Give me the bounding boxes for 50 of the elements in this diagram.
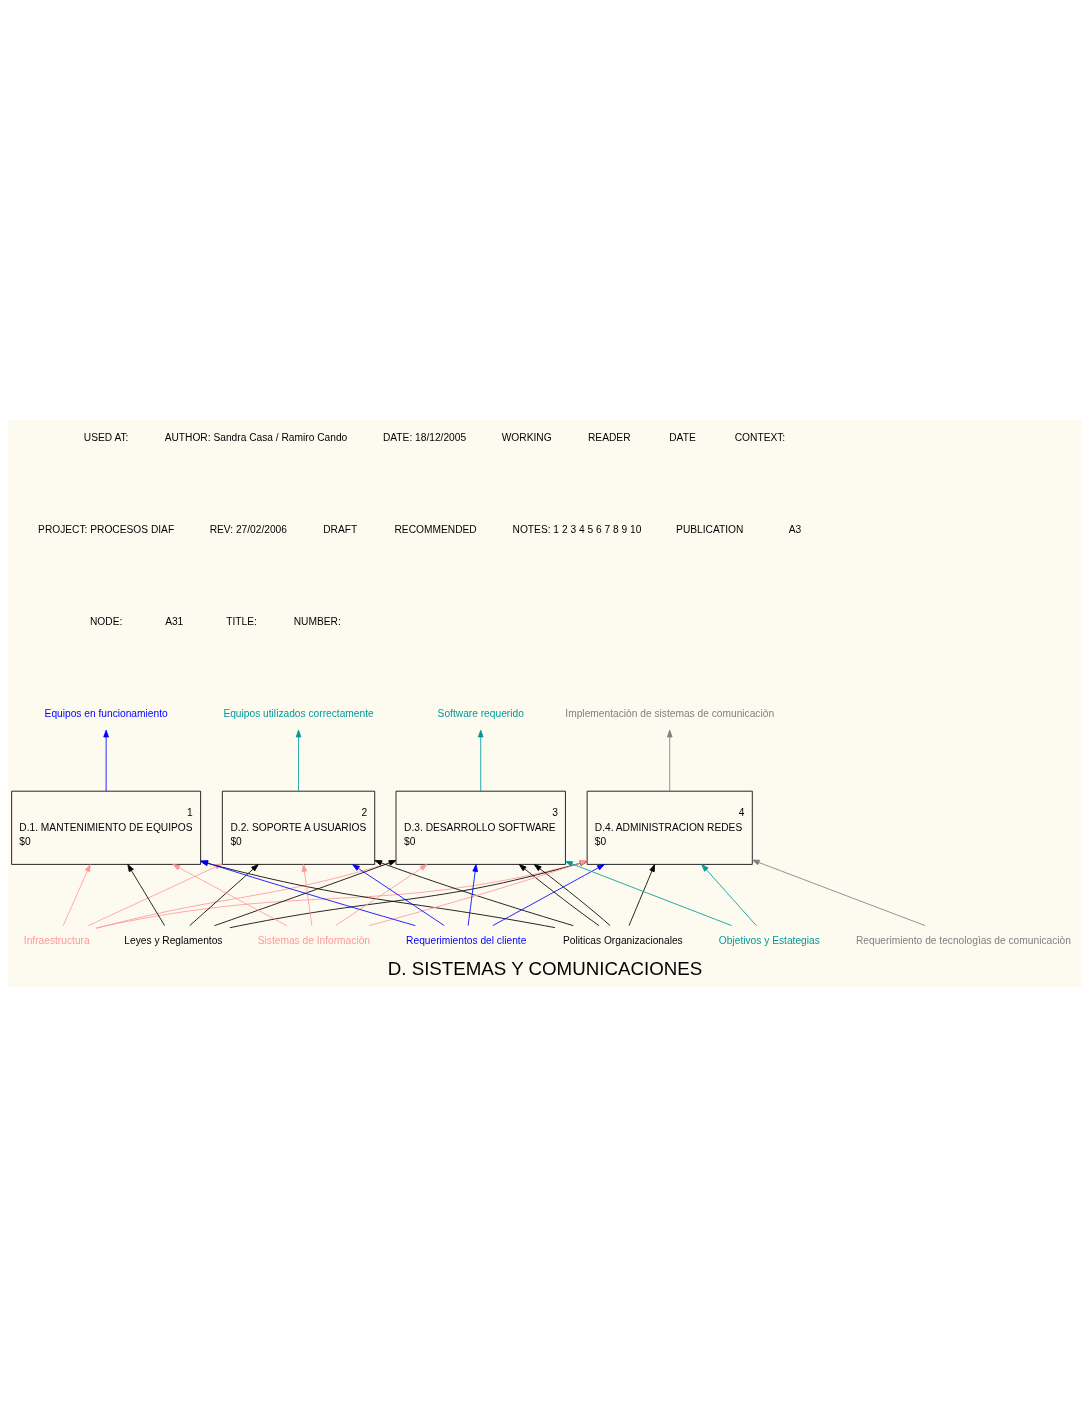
arrow bbox=[295, 729, 302, 791]
label: PUBLICATION bbox=[676, 523, 744, 535]
label: RECOMMENDED bbox=[394, 523, 477, 535]
arrow bbox=[533, 863, 611, 926]
arrow bbox=[62, 863, 91, 926]
arrow bbox=[518, 863, 600, 926]
node-box: 4 D.4. ADMINISTRACION REDES $0 bbox=[586, 790, 753, 865]
label: PROJECT: PROCESOS DIAF bbox=[38, 523, 175, 535]
label: DRAFT bbox=[323, 523, 358, 535]
node-text: Requerimientos del cliente bbox=[406, 934, 527, 946]
label: READER bbox=[588, 431, 631, 443]
arrow bbox=[335, 863, 428, 926]
arrow bbox=[492, 863, 605, 926]
label: A3 bbox=[788, 523, 802, 535]
arrow bbox=[467, 863, 478, 926]
node-text: Equipos utilizados correctamente bbox=[223, 707, 374, 719]
label: DATE: 18/12/2005 bbox=[382, 431, 467, 443]
node-text: Politicas Organizacionales bbox=[563, 934, 683, 946]
label: NOTES: 1 2 3 4 5 6 7 8 9 10 bbox=[512, 523, 642, 535]
diagram-title: D. SISTEMAS Y COMUNICACIONES bbox=[387, 957, 703, 979]
node-text: Software requerido bbox=[437, 707, 524, 719]
node-text: Objetivos y Estategias bbox=[718, 934, 820, 946]
node-text: Leyes y Reglamentos bbox=[124, 934, 223, 946]
arrow bbox=[301, 863, 313, 926]
arrow bbox=[103, 729, 109, 791]
arrow bbox=[477, 729, 484, 791]
arrow bbox=[751, 859, 926, 926]
node-text: Infraestructura bbox=[23, 934, 90, 946]
node-text: Equipos en funcionamiento bbox=[44, 707, 168, 719]
node-box: 1 D.1. MANTENIMIENTO DE EQUIPOS $0 bbox=[11, 790, 202, 865]
label: CONTEXT: bbox=[734, 431, 786, 443]
arrow bbox=[352, 863, 445, 926]
label: WORKING bbox=[501, 431, 552, 443]
label: USED AT: bbox=[83, 431, 129, 443]
label: TITLE: bbox=[226, 615, 257, 627]
label: AUTHOR: Sandra Casa / Ramiro Cando bbox=[164, 431, 348, 443]
arrow bbox=[628, 863, 656, 926]
label: DATE bbox=[669, 431, 696, 443]
node-box: 2 D.2. SOPORTE A USUARIOS $0 bbox=[221, 790, 376, 865]
arrow bbox=[666, 729, 673, 791]
node-box: 3 D.3. DESARROLLO SOFTWARE $0 bbox=[395, 790, 566, 865]
label: REV: 27/02/2006 bbox=[209, 523, 287, 535]
label: A31 bbox=[165, 615, 184, 627]
label: NUMBER: bbox=[293, 615, 341, 627]
label: NODE: bbox=[89, 615, 123, 627]
node-text: Sistemas de Informaciòn bbox=[257, 934, 371, 946]
node-text: Requerimiento de tecnologìas de comunicaciòn bbox=[855, 934, 1071, 946]
arrow bbox=[127, 863, 165, 926]
node-text: Implementaciòn de sistemas de comunicaciòn bbox=[565, 707, 775, 719]
arrow bbox=[701, 863, 757, 926]
